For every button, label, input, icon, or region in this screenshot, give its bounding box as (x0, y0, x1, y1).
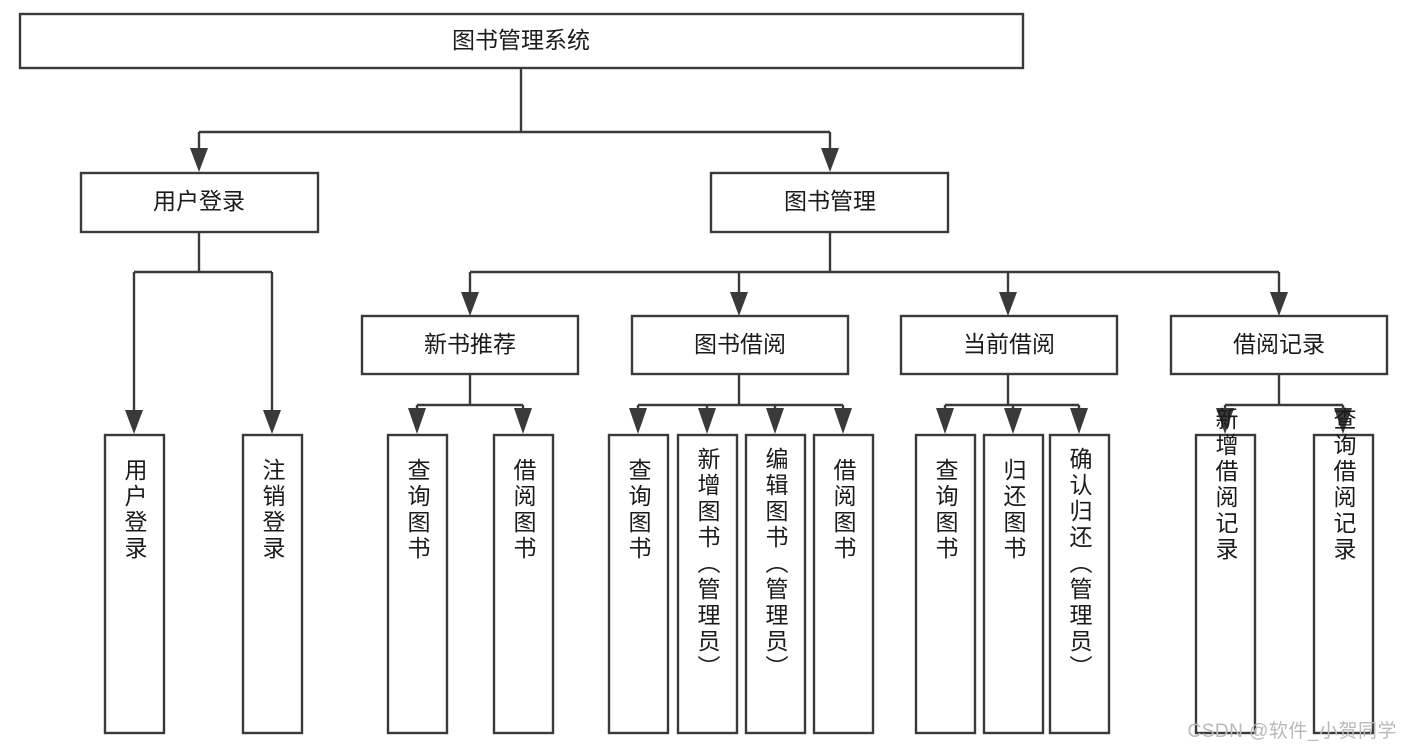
leaf-current-confirm-return-label: 确认归还（管理员） (1066, 447, 1093, 681)
node-new-book-recommend-label: 新书推荐 (424, 331, 516, 357)
leaf-current-return-book[interactable]: 归还图书 (982, 433, 1045, 735)
arrow-head-icon (936, 408, 954, 434)
leaf-borrow-add-book-label: 新增图书（管理员） (694, 447, 721, 681)
node-current-borrow-box (899, 314, 1119, 376)
node-book-management-label: 图书管理 (784, 188, 876, 214)
node-root-system-box (18, 12, 1025, 70)
node-book-management-box (709, 171, 950, 234)
leaf-borrow-add-book-box (676, 433, 739, 735)
node-new-book-recommend[interactable]: 新书推荐 (360, 314, 580, 376)
leaf-recommend-borrow-book[interactable]: 借阅图书 (492, 433, 555, 735)
arrow-head-icon (766, 408, 784, 434)
node-book-borrow-label: 图书借阅 (694, 331, 786, 357)
arrow-head-icon (125, 410, 143, 434)
leaf-recommend-borrow-book-label: 借阅图书 (510, 458, 537, 562)
leaf-recommend-query-book-box (386, 433, 449, 735)
leaf-record-query-record-box (1312, 433, 1375, 735)
leaf-user-login-login-box (103, 433, 166, 735)
node-user-login-box (79, 171, 320, 234)
node-borrow-record-label: 借阅记录 (1233, 331, 1325, 357)
node-borrow-record[interactable]: 借阅记录 (1169, 314, 1389, 376)
arrow-head-icon (698, 408, 716, 434)
leaf-record-add-record[interactable]: 新增借阅记录 (1194, 407, 1257, 735)
leaf-current-query-book[interactable]: 查询图书 (914, 433, 977, 735)
leaf-borrow-query-book[interactable]: 查询图书 (607, 433, 670, 735)
arrow-head-icon (514, 408, 532, 434)
leaf-recommend-query-book[interactable]: 查询图书 (386, 433, 449, 735)
leaf-borrow-borrow-book-box (812, 433, 875, 735)
node-book-borrow[interactable]: 图书借阅 (630, 314, 850, 376)
leaf-borrow-edit-book[interactable]: 编辑图书（管理员） (744, 433, 807, 735)
node-user-login[interactable]: 用户登录 (79, 171, 320, 234)
arrow-head-icon (190, 148, 208, 172)
leaf-recommend-query-book-label: 查询图书 (404, 458, 431, 562)
node-book-management[interactable]: 图书管理 (709, 171, 950, 234)
arrow-head-icon (263, 410, 281, 434)
node-current-borrow[interactable]: 当前借阅 (899, 314, 1119, 376)
leaf-record-query-record-label: 查询借阅记录 (1330, 407, 1357, 563)
node-borrow-record-box (1169, 314, 1389, 376)
arrow-head-icon (1070, 408, 1088, 434)
arrow-head-icon (834, 408, 852, 434)
leaf-current-query-book-box (914, 433, 977, 735)
arrow-head-icon (1004, 408, 1022, 434)
arrow-head-icon (1270, 292, 1288, 316)
leaf-user-login-login[interactable]: 用户登录 (103, 433, 166, 735)
leaf-record-query-record[interactable]: 查询借阅记录 (1312, 407, 1375, 735)
leaf-current-return-book-box (982, 433, 1045, 735)
node-user-login-label: 用户登录 (153, 188, 245, 214)
leaf-record-add-record-box (1194, 433, 1257, 735)
arrow-head-icon (1334, 408, 1352, 434)
leaf-borrow-query-book-label: 查询图书 (625, 458, 652, 562)
arrow-head-icon (408, 408, 426, 434)
node-current-borrow-label: 当前借阅 (963, 331, 1055, 357)
node-book-borrow-box (630, 314, 850, 376)
connector-group (125, 68, 1352, 434)
node-new-book-recommend-box (360, 314, 580, 376)
leaf-borrow-add-book[interactable]: 新增图书（管理员） (676, 433, 739, 735)
leaf-borrow-query-book-box (607, 433, 670, 735)
leaf-user-login-logout-box (241, 433, 304, 735)
node-root-system[interactable]: 图书管理系统 (18, 12, 1025, 70)
leaf-current-query-book-label: 查询图书 (932, 458, 959, 562)
arrow-head-icon (1216, 408, 1234, 434)
leaf-borrow-borrow-book-label: 借阅图书 (830, 458, 857, 562)
arrow-head-icon (999, 292, 1017, 316)
leaf-current-confirm-return-box (1048, 433, 1111, 735)
arrow-head-icon (821, 148, 839, 172)
leaf-current-return-book-label: 归还图书 (1000, 458, 1027, 562)
leaf-current-confirm-return[interactable]: 确认归还（管理员） (1048, 433, 1111, 735)
leaf-borrow-edit-book-label: 编辑图书（管理员） (762, 447, 789, 681)
leaf-recommend-borrow-book-box (492, 433, 555, 735)
arrow-head-icon (629, 408, 647, 434)
leaf-borrow-borrow-book[interactable]: 借阅图书 (812, 433, 875, 735)
node-root-system-label: 图书管理系统 (452, 27, 590, 53)
arrow-head-icon (461, 292, 479, 316)
arrow-head-icon (730, 292, 748, 316)
leaf-user-login-logout-label: 注销登录 (259, 458, 286, 562)
leaf-user-login-login-label: 用户登录 (121, 458, 148, 562)
leaf-user-login-logout[interactable]: 注销登录 (241, 433, 304, 735)
leaf-record-add-record-label: 新增借阅记录 (1212, 407, 1239, 563)
leaf-borrow-edit-book-box (744, 433, 807, 735)
